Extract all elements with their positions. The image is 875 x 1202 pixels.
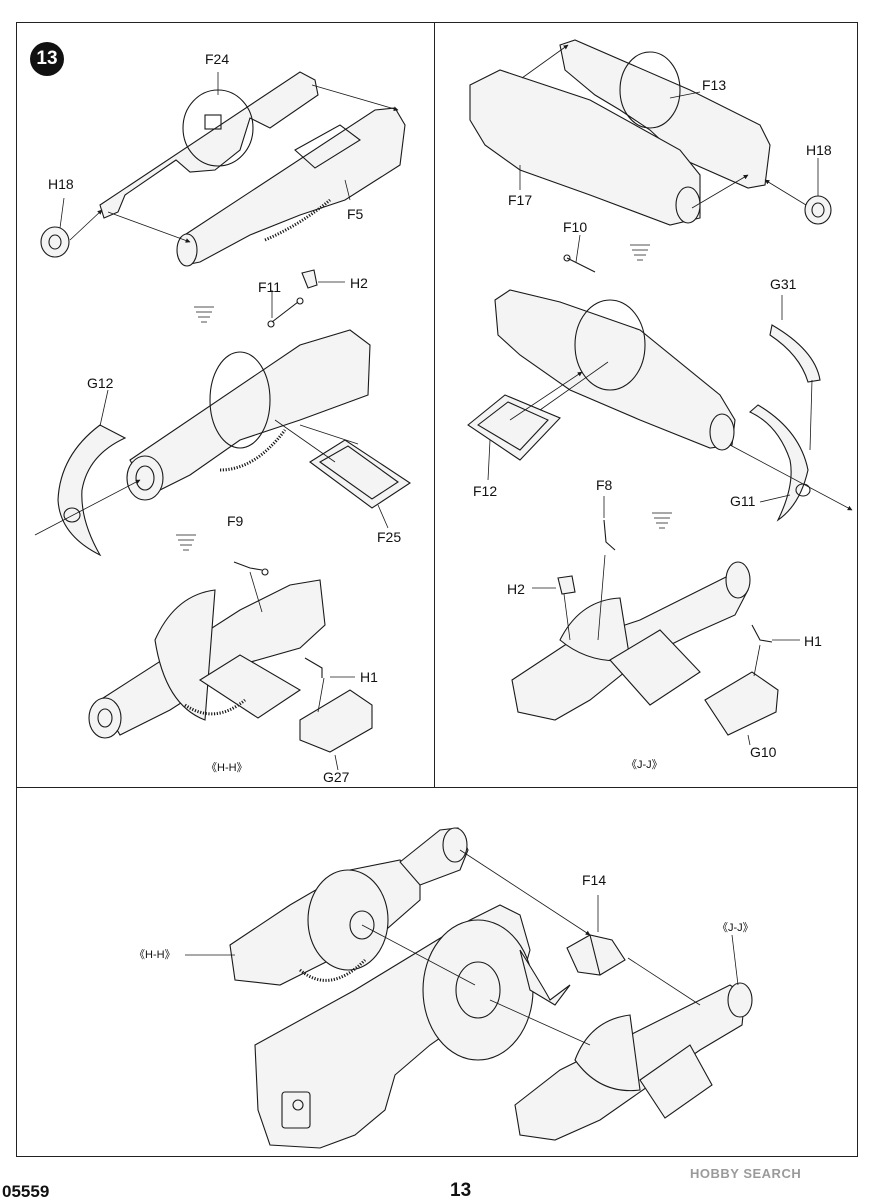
part-label-f9: F9 — [227, 513, 244, 529]
part-label-f12: F12 — [473, 483, 498, 499]
left-stage1-f5-half — [176, 107, 406, 267]
left-stage3-assembly — [88, 579, 373, 753]
right-stage3-f8-h2-h1 — [557, 519, 773, 643]
part-label-g27: G27 — [323, 769, 350, 785]
left-stage2-breech-assembly — [126, 329, 371, 501]
panel-bottom-frame — [16, 787, 858, 1157]
right-stage2-f12-tray — [467, 394, 561, 461]
view-label-jj-bottom: 《J-J》 — [717, 922, 754, 934]
part-label-h18: H18 — [806, 142, 832, 158]
right-stage2-breech-assembly — [494, 289, 736, 451]
right-stage3-assembly — [511, 561, 779, 736]
right-stage1-f13-half — [559, 39, 771, 189]
part-label-h2: H2 — [350, 275, 368, 291]
part-label-f13: F13 — [702, 77, 727, 93]
bottom-jj-assembly — [514, 982, 753, 1141]
left-stage3-f9-h1 — [233, 561, 323, 678]
part-label-h2: H2 — [507, 581, 525, 597]
bottom-cradle-body — [254, 904, 571, 1149]
view-label-jj: 《J-J》 — [626, 759, 663, 771]
left-arrow-down-2 — [176, 534, 196, 551]
part-label-g11: G11 — [730, 493, 756, 509]
part-label-f24: F24 — [205, 51, 230, 67]
part-label-f10: F10 — [563, 219, 588, 235]
right-arrow-down-1 — [630, 244, 650, 261]
bottom-hh-assembly — [229, 827, 469, 986]
left-stage2-f11-h2 — [267, 269, 318, 328]
right-stage2-g31-g11 — [749, 324, 821, 522]
product-code: 05559 — [2, 1182, 50, 1201]
left-stage2-f25-tray — [309, 439, 411, 509]
left-arrow-down-1 — [194, 306, 214, 323]
page-number: 13 — [450, 1180, 472, 1201]
part-label-g12: G12 — [87, 375, 114, 391]
part-label-f17: F17 — [508, 192, 533, 208]
view-label-hh: 《H-H》 — [206, 762, 248, 774]
view-label-hh-bottom: 《H-H》 — [134, 949, 176, 961]
part-label-g10: G10 — [750, 744, 777, 760]
left-stage1-h18-cap — [40, 226, 70, 258]
part-label-h1: H1 — [360, 669, 378, 685]
part-label-f11: F11 — [258, 279, 282, 295]
part-label-h1: H1 — [804, 633, 822, 649]
part-label-f5: F5 — [347, 206, 364, 222]
part-label-f14: F14 — [582, 872, 607, 888]
part-label-f8: F8 — [596, 477, 613, 493]
step-number-badge: 13 — [30, 42, 64, 76]
right-arrow-down-2 — [652, 512, 672, 529]
part-label-g31: G31 — [770, 276, 797, 292]
right-stage2-f10-rod — [563, 254, 596, 273]
right-stage1-f17-half — [469, 69, 701, 226]
part-label-f25: F25 — [377, 529, 402, 545]
part-label-h18: H18 — [48, 176, 74, 192]
left-stage2-g12-shield — [57, 424, 127, 557]
bottom-f14-block — [566, 934, 626, 976]
watermark-logo: HOBBY SEARCH — [690, 1166, 802, 1181]
right-stage1-h18-cap — [804, 195, 832, 225]
